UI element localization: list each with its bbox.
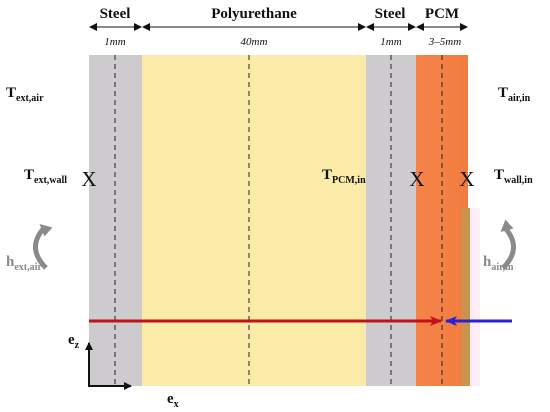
temp-label-ext-air: Text,air [6, 85, 44, 104]
h-label-air-in: hair,in [483, 254, 514, 273]
convection-arrow-in [500, 219, 516, 270]
convection-arrow-ext [33, 223, 53, 270]
temp-label-pcm-in: TPCM,in [322, 167, 366, 186]
axis-label-x: ex [167, 391, 179, 410]
layer-label-steel-outer: Steel [100, 6, 131, 22]
temp-label-ext-wall: Text,wall [24, 167, 67, 186]
thickness-label-steel-inner: 1mm [380, 36, 401, 48]
temp-label-wall-in: Twall,in [494, 167, 533, 186]
marker-pcm-in: X [409, 167, 424, 191]
polyurethane-layer [142, 55, 366, 386]
thickness-label-polyurethane: 40mm [241, 36, 268, 48]
layer-label-pcm: PCM [425, 6, 459, 22]
layer-label-steel-inner: Steel [375, 6, 406, 22]
pink-edge [470, 208, 480, 386]
thickness-label-pcm: 3–5mm [428, 36, 461, 48]
thickness-label-steel-outer: 1mm [104, 36, 125, 48]
temp-label-air-in: Tair,in [498, 85, 531, 104]
layer-label-polyurethane: Polyurethane [211, 6, 297, 22]
marker-wall-in: X [459, 167, 474, 191]
pcm-shadow-edge [462, 208, 470, 386]
h-label-ext-air: hext,air [6, 254, 42, 273]
axis-label-z: ez [68, 332, 80, 351]
marker-ext-wall: X [81, 167, 96, 191]
